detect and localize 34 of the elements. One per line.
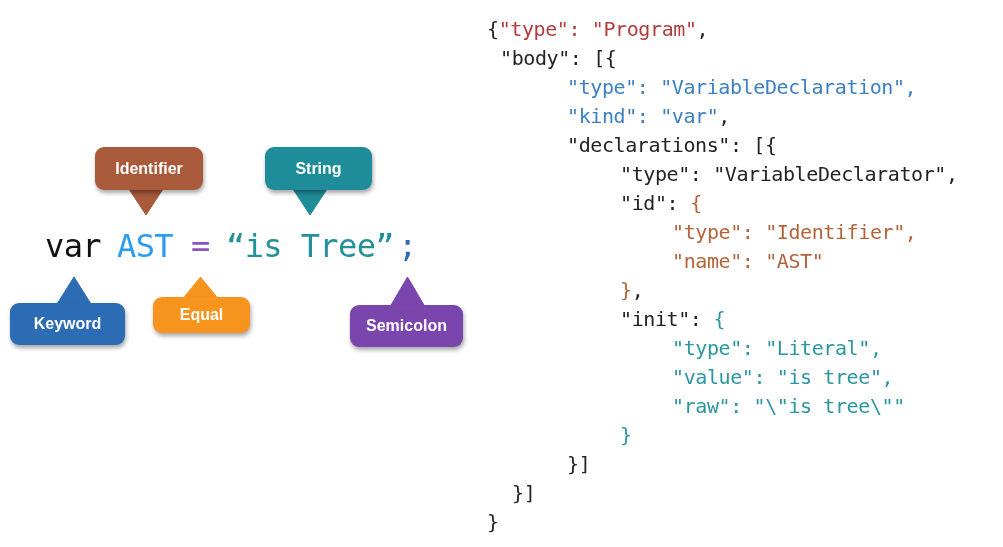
code-text: }]	[567, 451, 591, 476]
code-text: "init":	[620, 306, 702, 331]
code-text: "declarations": [{	[567, 132, 777, 157]
code-token: AST	[117, 215, 173, 277]
code-token: ;	[398, 215, 417, 277]
code-text: }	[487, 509, 499, 534]
code-text: "kind": "var"	[567, 103, 719, 128]
code-token: “is Tree”	[226, 215, 394, 277]
code-text: "type": "VariableDeclaration",	[567, 74, 917, 99]
code-text: {	[487, 16, 499, 41]
code-text: ,	[718, 103, 730, 128]
code-text: {	[690, 190, 702, 215]
code-text: "type": "Literal",	[672, 335, 882, 360]
code-text: "body": [{	[500, 45, 617, 70]
callout-pointer	[390, 276, 425, 307]
code-text: "type": "VariableDeclarator",	[620, 161, 958, 186]
code-text: "name": "AST"	[672, 248, 824, 273]
callout-pointer	[183, 276, 218, 299]
code-token: =	[191, 215, 210, 277]
code-text: "value": "is tree",	[672, 364, 894, 389]
code-text: {	[713, 306, 726, 331]
code-text: "raw": "\"is tree\""	[672, 393, 905, 418]
code-token: var	[45, 215, 101, 277]
code-text: ,	[696, 16, 709, 41]
code-text: }	[620, 277, 632, 302]
code-text: ,	[631, 277, 644, 302]
code-text: "id":	[620, 190, 679, 215]
callout-pointer	[56, 276, 92, 305]
code-text: "type": "Identifier",	[672, 219, 917, 244]
code-text: "type": "Program"	[498, 16, 697, 41]
callout-pointer	[128, 188, 164, 216]
callout-pointer	[292, 188, 328, 216]
code-text: }]	[512, 480, 536, 505]
code-text: }	[620, 422, 632, 447]
